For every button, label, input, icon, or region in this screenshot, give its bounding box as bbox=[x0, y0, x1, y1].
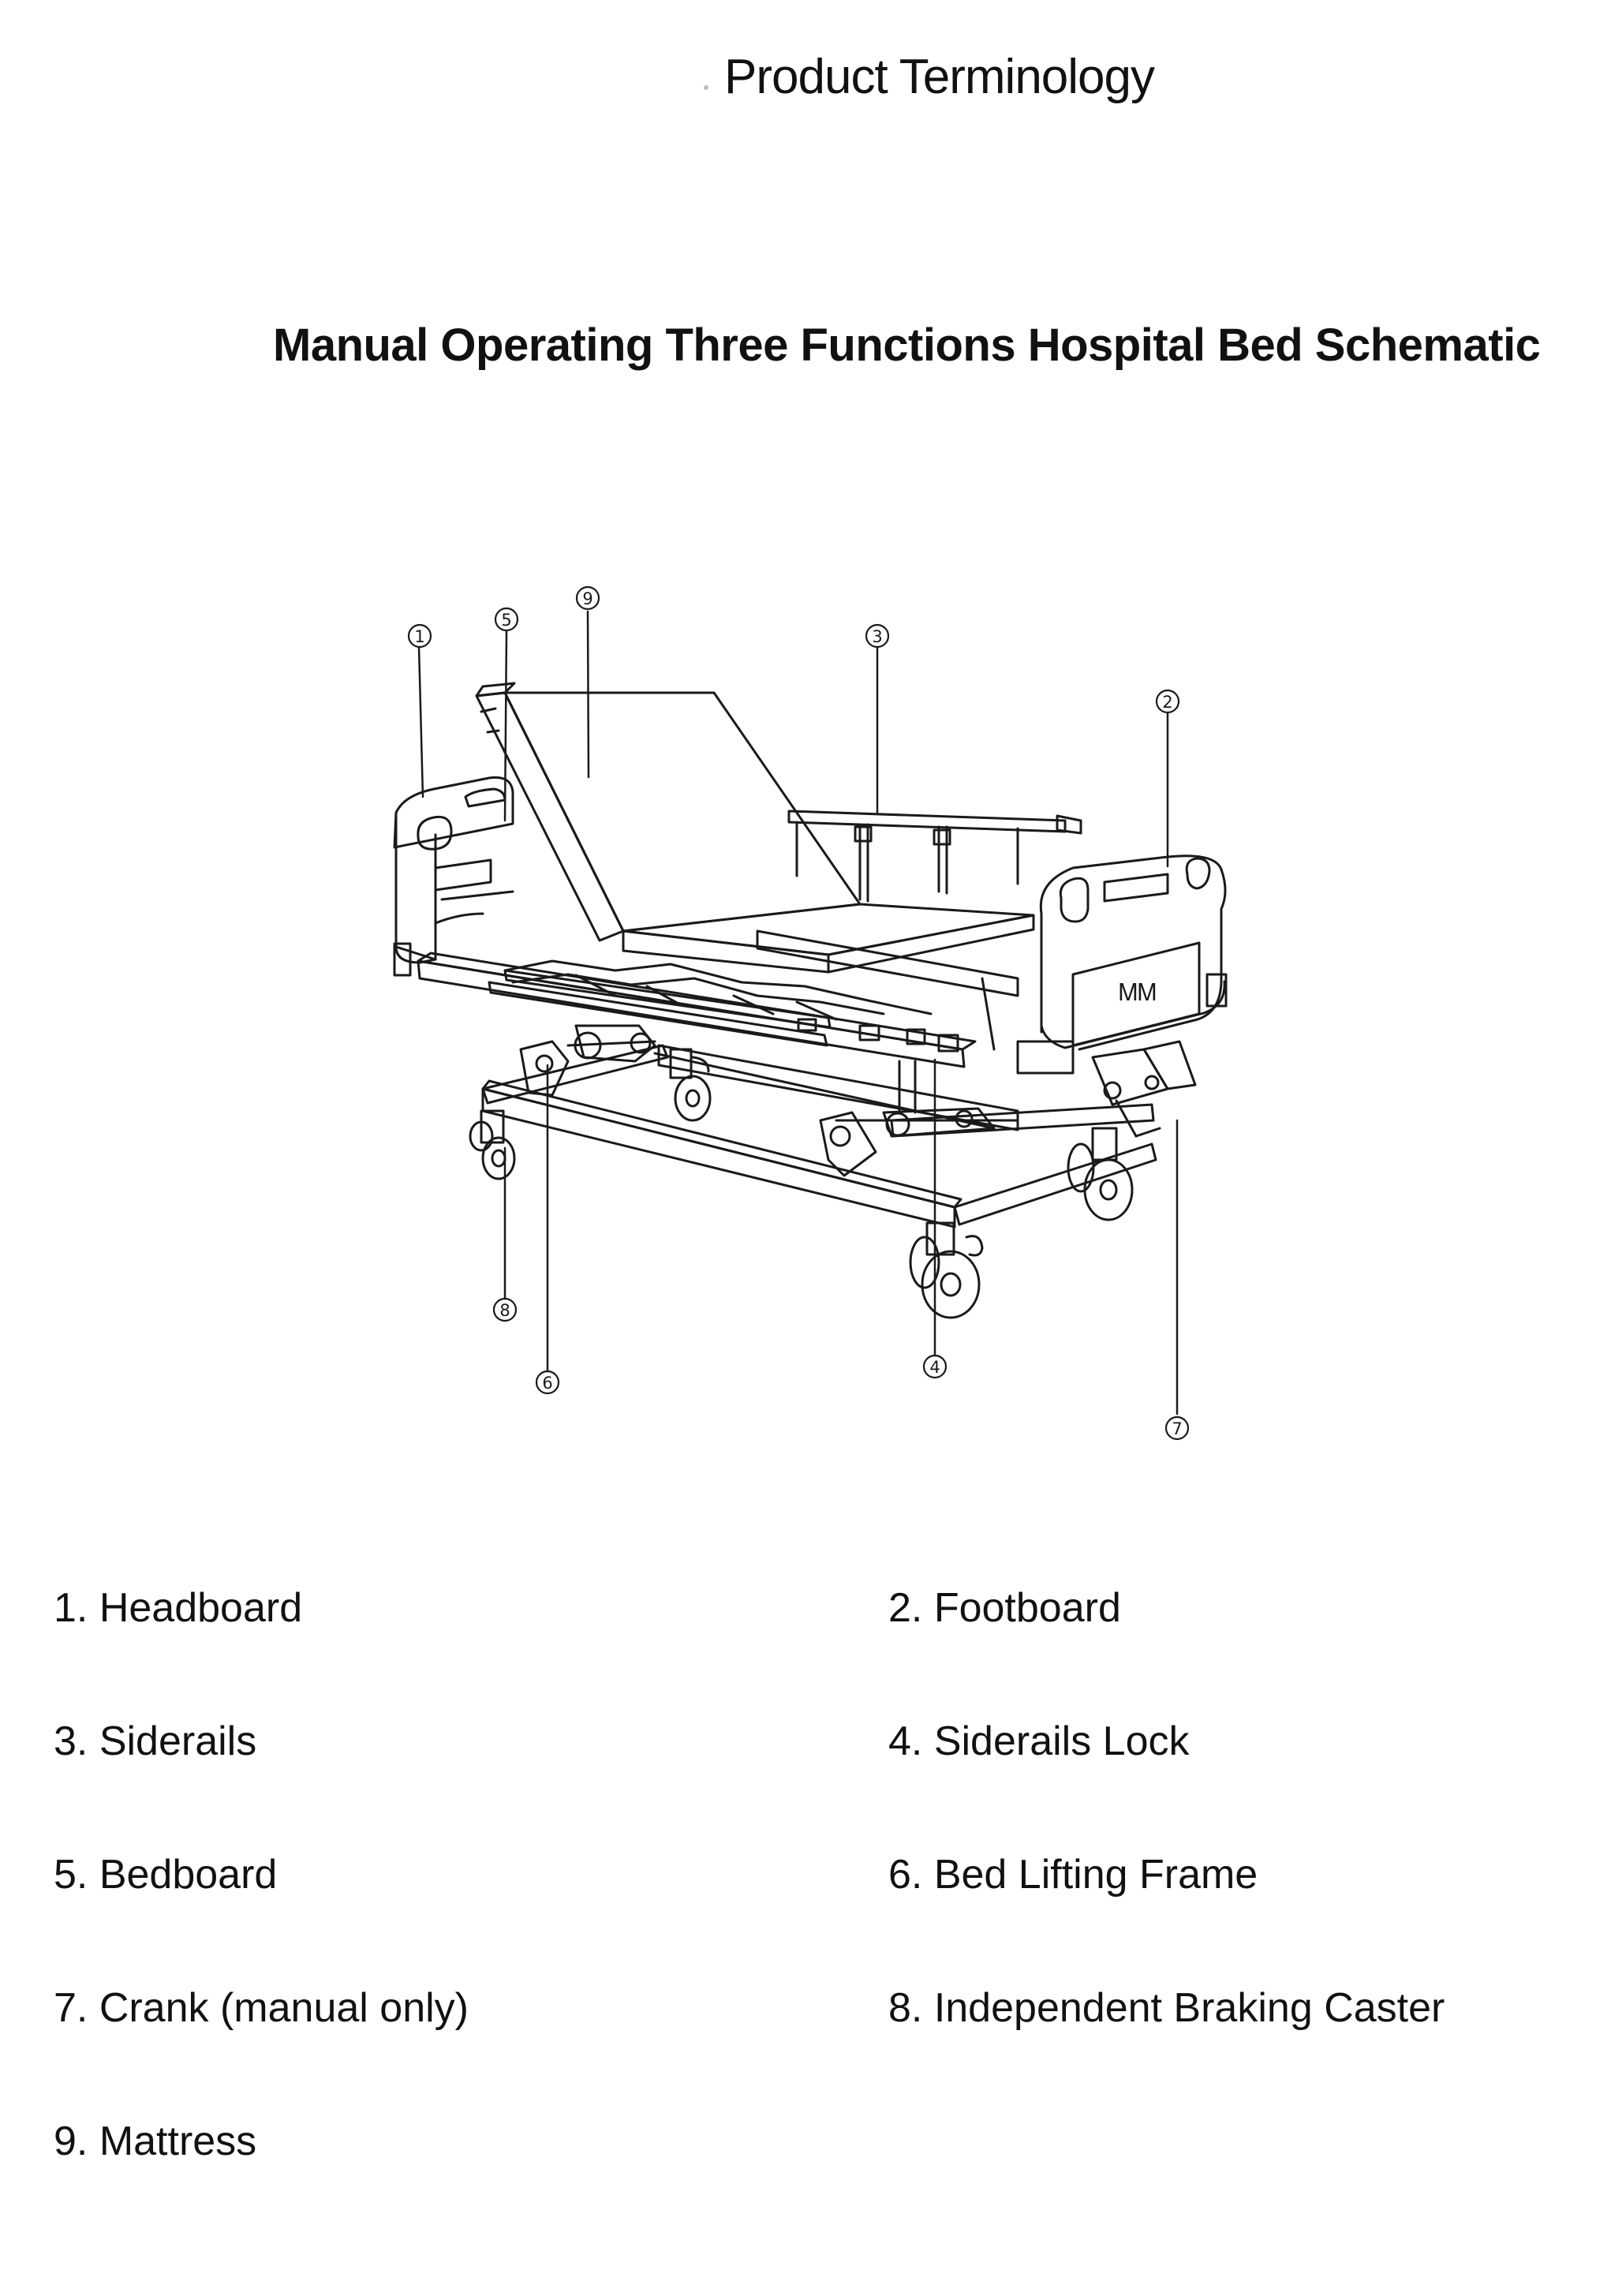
legend-item-crank: 7. Crank (manual only) bbox=[54, 1985, 469, 2031]
callout-4: 4 bbox=[922, 1354, 948, 1379]
leader-lines bbox=[417, 610, 1179, 1415]
svg-text:8: 8 bbox=[499, 1301, 510, 1320]
page-title: Product Terminology bbox=[704, 49, 1155, 105]
legend-item-headboard: 1. Headboard bbox=[54, 1585, 303, 1631]
svg-text:1: 1 bbox=[414, 627, 424, 646]
legend-item-mattress: 9. Mattress bbox=[54, 2118, 257, 2164]
svg-text:6: 6 bbox=[542, 1374, 552, 1393]
svg-text:2: 2 bbox=[1162, 693, 1172, 712]
callout-6: 6 bbox=[535, 1370, 560, 1395]
svg-text:7: 7 bbox=[1172, 1419, 1182, 1438]
legend-item-bedboard: 5. Bedboard bbox=[54, 1852, 278, 1898]
backrest-and-mattress bbox=[475, 682, 1035, 974]
crank bbox=[1091, 1040, 1197, 1138]
headboard bbox=[393, 776, 514, 977]
bullet-dot bbox=[704, 85, 708, 90]
bed-lifting-frame bbox=[519, 1024, 996, 1177]
caster-wheels bbox=[469, 1048, 1134, 1319]
svg-text:ᎷᎷ: ᎷᎷ bbox=[1119, 979, 1157, 1007]
svg-text:4: 4 bbox=[929, 1358, 940, 1377]
page-title-text: Product Terminology bbox=[724, 50, 1155, 104]
callout-7: 7 bbox=[1164, 1415, 1190, 1441]
callout-3: 3 bbox=[865, 623, 890, 649]
legend-item-footboard: 2. Footboard bbox=[888, 1585, 1121, 1631]
legend-item-siderails-lock: 4. Siderails Lock bbox=[888, 1718, 1190, 1764]
schematic-title: Manual Operating Three Functions Hospita… bbox=[273, 320, 1541, 371]
callout-2: 2 bbox=[1155, 689, 1180, 714]
svg-text:3: 3 bbox=[872, 627, 882, 646]
svg-text:5: 5 bbox=[501, 611, 511, 630]
callout-8: 8 bbox=[492, 1297, 518, 1322]
hospital-bed-schematic: ᎷᎷ 1 2 3 bbox=[393, 585, 1228, 1441]
footboard: ᎷᎷ bbox=[1016, 854, 1228, 1075]
legend-item-bed-lifting-frame: 6. Bed Lifting Frame bbox=[888, 1852, 1258, 1898]
siderails bbox=[787, 810, 1082, 903]
callout-markers: 1 2 3 4 5 6 7 8 bbox=[407, 585, 1190, 1441]
legend-item-braking-caster: 8. Independent Braking Caster bbox=[888, 1985, 1445, 2031]
callout-1: 1 bbox=[407, 623, 432, 649]
legend-item-siderails: 3. Siderails bbox=[54, 1718, 257, 1764]
svg-text:9: 9 bbox=[582, 589, 592, 608]
callout-5: 5 bbox=[494, 607, 519, 632]
callout-9: 9 bbox=[575, 585, 600, 611]
